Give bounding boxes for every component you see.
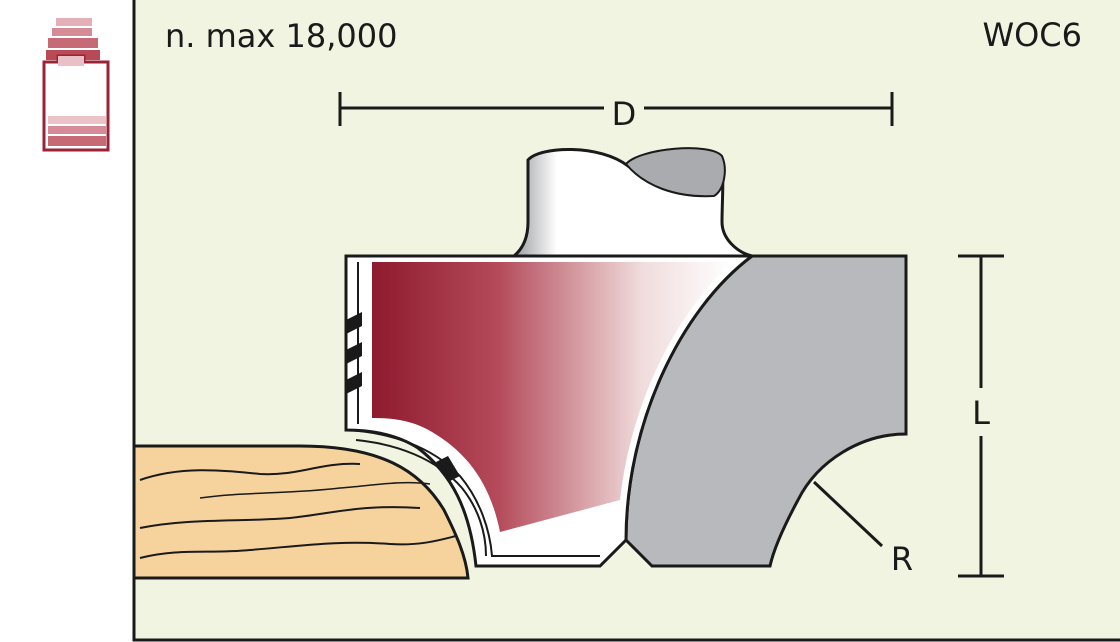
length-dimension xyxy=(958,254,1004,578)
wood-workpiece xyxy=(132,444,470,580)
router-bit-icon xyxy=(42,18,110,152)
bearing-shank xyxy=(509,147,753,258)
radius-label: R xyxy=(891,540,913,578)
radius-leader xyxy=(812,480,884,548)
carbide-cutting-edge xyxy=(372,262,732,532)
max-speed-label: n. max 18,000 xyxy=(165,17,397,55)
length-label: L xyxy=(972,394,990,432)
model-code: WOC6 xyxy=(982,16,1082,54)
diameter-label: D xyxy=(612,95,637,133)
diameter-dimension xyxy=(338,92,894,126)
